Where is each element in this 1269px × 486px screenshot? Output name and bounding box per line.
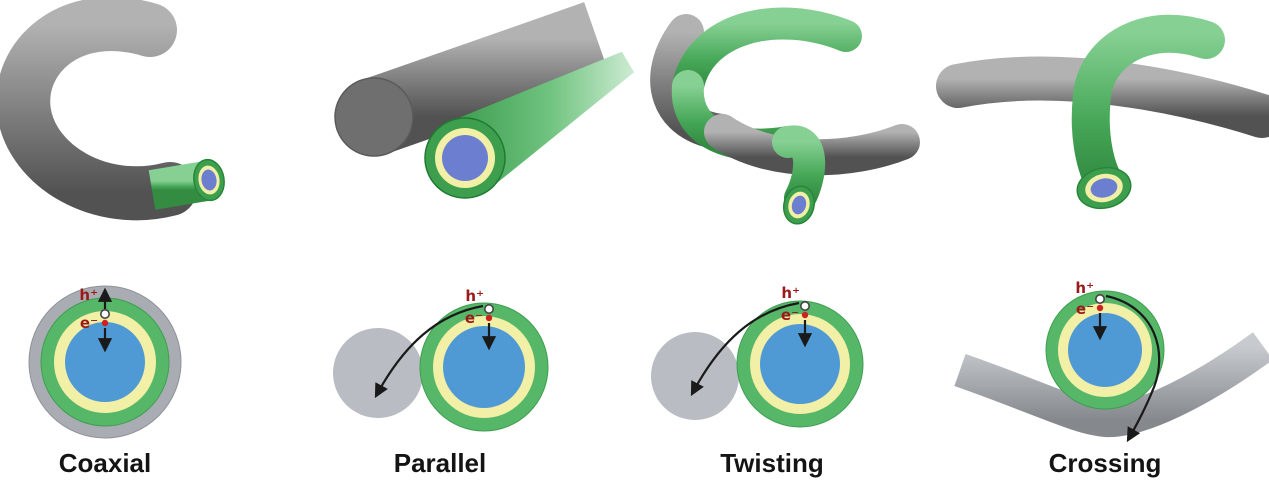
hole-marker-circle-icon — [100, 308, 111, 319]
blue-core-circle — [1068, 313, 1142, 387]
panel-parallel: h⁺ e⁻ Parallel — [333, 2, 635, 478]
parallel-tip-cross-section — [424, 117, 506, 199]
electron-label: e⁻ — [80, 314, 98, 332]
hole-transfer-arrow — [374, 304, 484, 399]
panel-label-coaxial: Coaxial — [59, 448, 152, 478]
gray-fiber-end-cap — [334, 77, 414, 157]
gray-electrode-band — [954, 332, 1269, 438]
electron-dot-icon — [1096, 304, 1104, 312]
hole-label: h⁺ — [1075, 279, 1094, 297]
electron-dot-icon — [101, 319, 109, 327]
gray-fiber-horizontal — [936, 56, 1269, 138]
hole-transfer-arrow — [690, 301, 800, 397]
hole-label: h⁺ — [465, 287, 484, 305]
hole-marker-circle-icon — [483, 303, 494, 314]
tip-blue-core — [442, 135, 488, 181]
tip-blue-core — [791, 195, 807, 215]
gray-fiber-sheath — [0, 0, 197, 221]
parallel-cross-section: h⁺ e⁻ — [333, 287, 549, 432]
blue-core-circle — [443, 326, 525, 408]
hole-marker-circle-icon — [1095, 293, 1106, 304]
hole-label: h⁺ — [79, 286, 98, 304]
blue-core-circle — [760, 324, 840, 404]
tip-blue-core — [1090, 178, 1118, 198]
green-fiber-crossing — [1071, 14, 1225, 199]
twisting-tip-cross-section — [782, 185, 816, 225]
coaxial-cross-section: h⁺ e⁻ — [28, 285, 182, 439]
panel-crossing: h⁺ e⁻ Crossing — [936, 14, 1269, 478]
tip-blue-core — [201, 169, 217, 191]
hole-label: h⁺ — [781, 284, 800, 302]
green-fiber-strand — [672, 7, 862, 102]
panel-label-twisting: Twisting — [720, 448, 824, 478]
panel-coaxial: h⁺ e⁻ Coaxial — [0, 0, 225, 478]
twisting-cross-section: h⁺ e⁻ — [651, 284, 864, 428]
electron-dot-icon — [801, 311, 809, 319]
blue-core-circle — [65, 322, 145, 402]
crossing-illustration — [936, 14, 1269, 210]
electron-label: e⁻ — [465, 309, 483, 327]
parallel-illustration — [334, 2, 635, 199]
crossing-cross-section: h⁺ e⁻ — [954, 279, 1269, 443]
panel-label-crossing: Crossing — [1049, 448, 1162, 478]
electron-label: e⁻ — [1076, 300, 1094, 318]
hole-transfer-arrow — [1105, 294, 1161, 443]
panel-twisting: h⁺ e⁻ Twisting — [650, 7, 920, 478]
crossing-tip-cross-section — [1076, 166, 1132, 210]
electron-dot-icon — [485, 314, 493, 322]
hole-marker-circle-icon — [799, 300, 810, 311]
gray-electrode-circle — [333, 328, 423, 418]
twisting-illustration — [650, 7, 920, 225]
coaxial-illustration — [0, 0, 225, 221]
electron-label: e⁻ — [781, 306, 799, 324]
panel-label-parallel: Parallel — [394, 448, 487, 478]
coaxial-tip-cross-section — [193, 158, 225, 202]
